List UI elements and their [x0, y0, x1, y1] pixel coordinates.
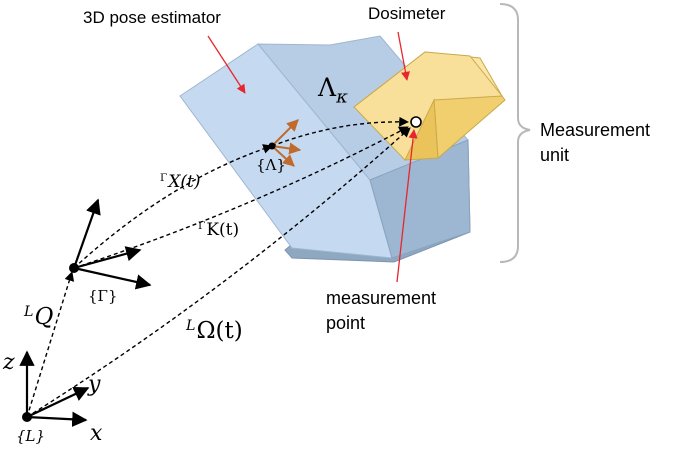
lambda-symbol: Λ	[318, 73, 337, 102]
l-q-body: Q	[34, 303, 54, 330]
frame-lambda-axes	[271, 119, 302, 167]
arrow-pose-estimator	[207, 35, 246, 94]
vector-lambda-k	[271, 116, 409, 147]
measurement-point-label-line1: measurement	[326, 288, 437, 308]
l-omega-body: Ω(t)	[196, 317, 243, 344]
gamma-x-label: ΓX(t)	[160, 173, 201, 191]
dosimeter-block	[353, 51, 506, 161]
lambda-kappa-label: Λκ	[318, 75, 348, 106]
frame-lambda-origin	[268, 142, 276, 150]
dosimeter-side-face	[404, 98, 439, 161]
vector-gamma-x	[73, 144, 273, 269]
dosimeter-label: Dosimeter	[368, 4, 446, 23]
axis-z-label: z	[3, 350, 15, 375]
vector-l-omega	[26, 127, 411, 418]
l-omega-label: LΩ(t)	[186, 319, 243, 343]
gamma-x-prefix: Γ	[160, 172, 168, 184]
l-omega-prefix: L	[186, 318, 196, 334]
frame-lambda-label: {Λ}	[256, 156, 286, 174]
annotation-arrows	[207, 31, 418, 283]
gamma-k-body: K(t)	[206, 219, 240, 240]
gamma-k-prefix: Γ	[198, 220, 206, 232]
measurement-point-marker	[410, 116, 422, 128]
measurement-unit-brace	[499, 3, 531, 263]
frame-gamma-label: {Γ}	[88, 287, 118, 305]
l-q-prefix: L	[24, 304, 34, 320]
arrow-dosimeter	[397, 31, 410, 81]
frame-l-origin	[22, 412, 32, 422]
vector-l-q	[26, 271, 75, 418]
gamma-k-label: ΓK(t)	[198, 221, 239, 239]
kappa-subscript: κ	[336, 86, 348, 108]
axis-x-label: x	[90, 421, 103, 446]
measurement-point-label-line2: point	[326, 313, 366, 333]
gamma-x-body: X(t)	[168, 171, 201, 192]
l-q-label: LQ	[24, 305, 53, 329]
measurement-unit-label-line2: unit	[540, 145, 570, 165]
arrow-measurement-point	[396, 129, 418, 283]
vector-gamma-k	[73, 126, 409, 269]
frame-l-label: {L}	[16, 427, 46, 445]
dosimeter-right-face	[433, 95, 506, 160]
pose-estimator-label: 3D pose estimator	[83, 8, 221, 27]
frame-gamma-origin	[69, 263, 79, 273]
frame-l-axes	[19, 350, 90, 427]
dashed-vectors	[26, 116, 411, 418]
frame-gamma-axes	[72, 198, 152, 290]
measurement-unit-label-line1: Measurement	[540, 120, 651, 140]
axis-y-label: y	[88, 372, 101, 397]
